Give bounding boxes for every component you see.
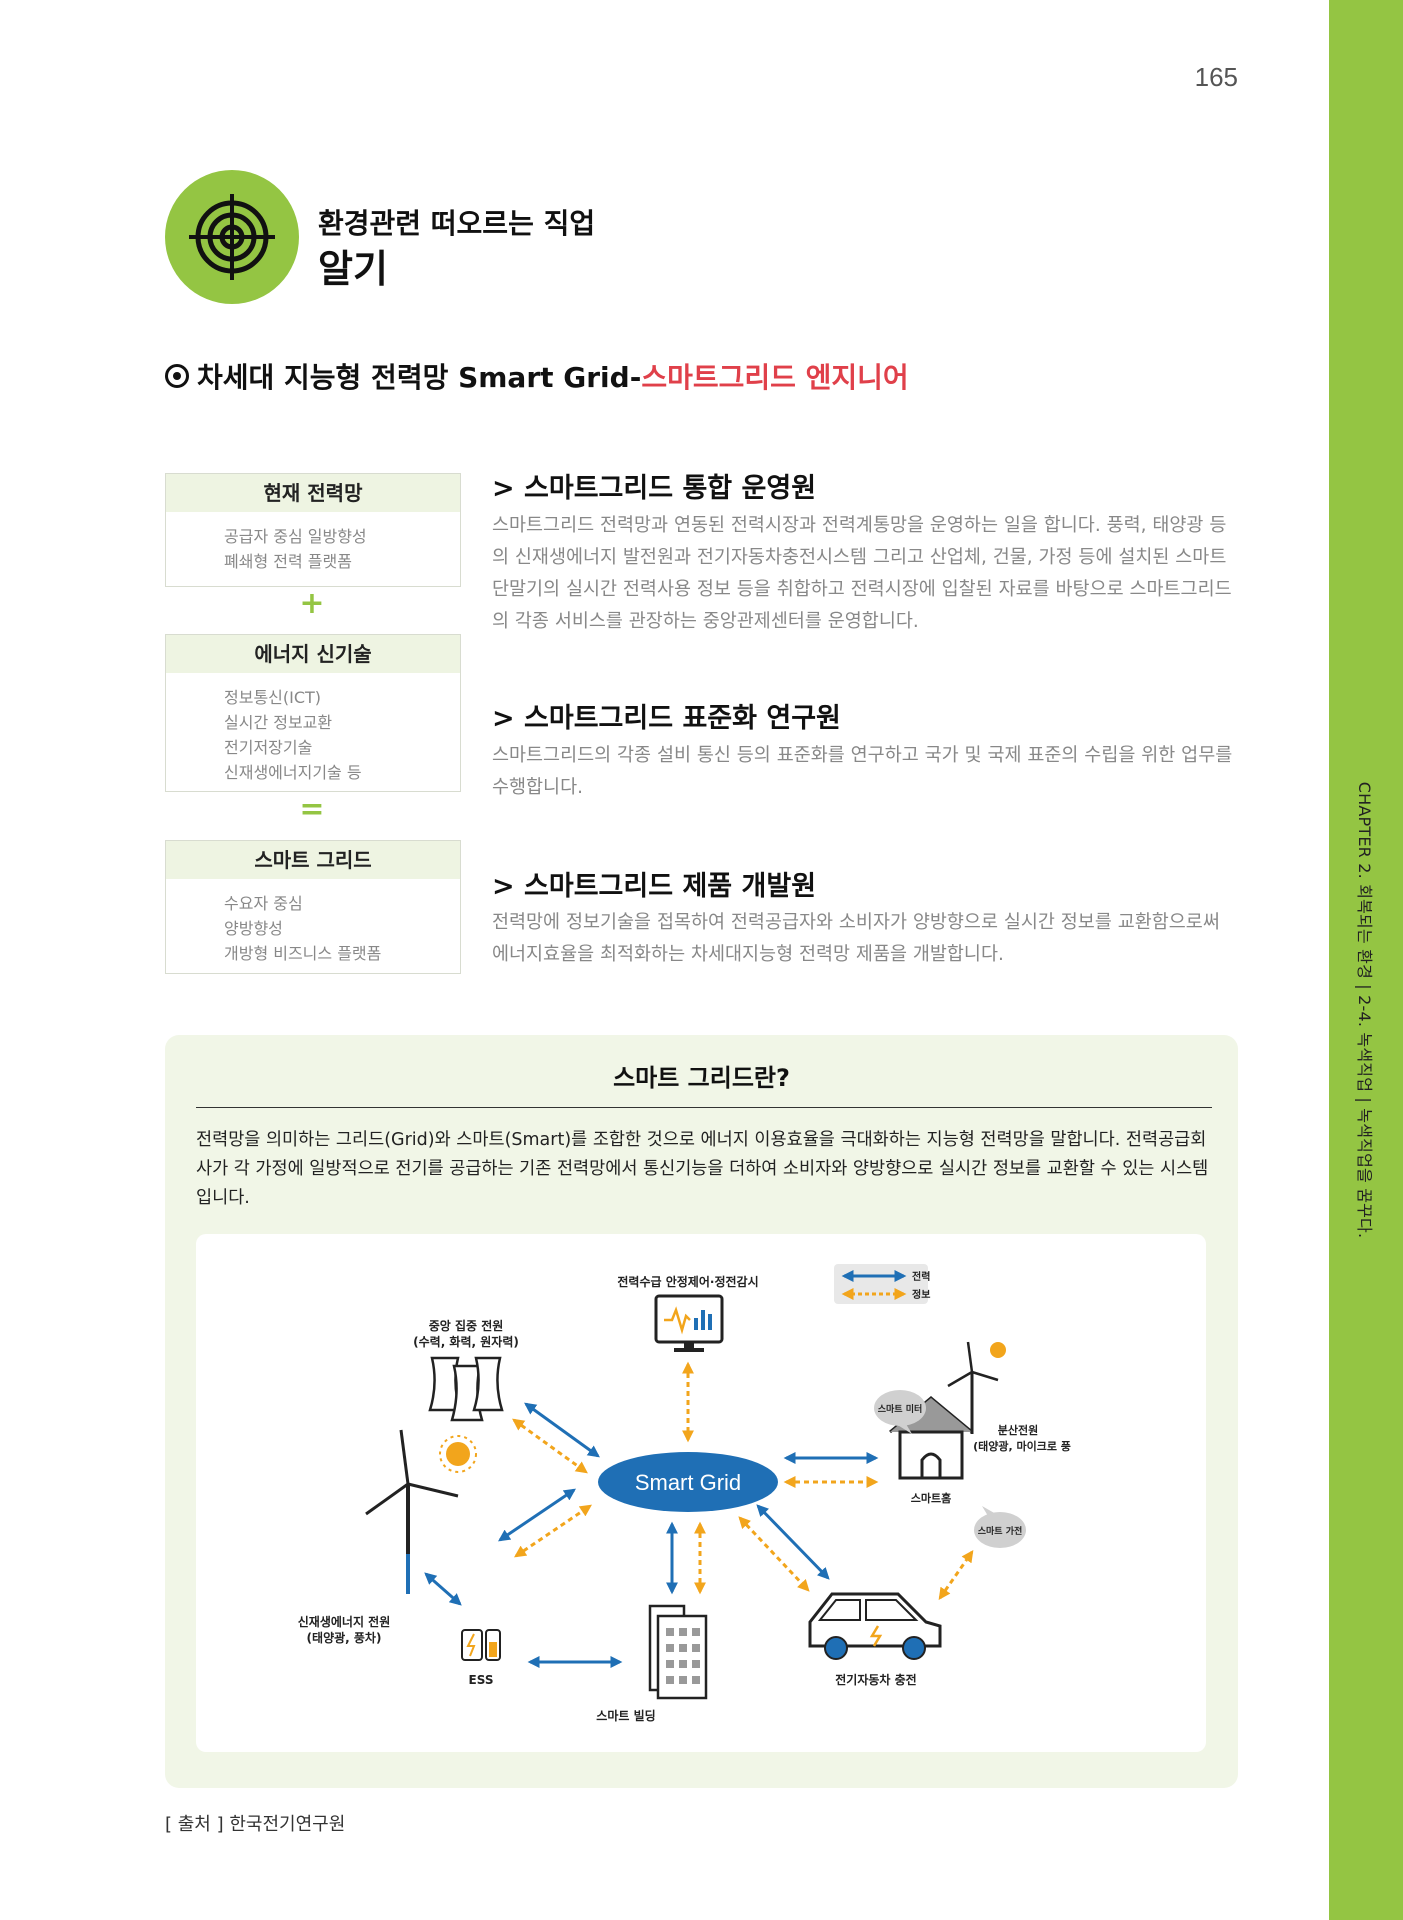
box-current-grid: 현재 전력망 공급자 중심 일방향성 폐쇄형 전력 플랫폼 — [165, 473, 461, 587]
central-plant-sub-label: (수력, 화력, 원자력) — [413, 1334, 519, 1349]
target-icon — [165, 170, 299, 304]
box-line: 폐쇄형 전력 플랫폼 — [224, 552, 352, 571]
heading-line-2: 알기 — [318, 247, 388, 291]
box-line: 수요자 중심 — [224, 894, 303, 913]
battery-icon — [461, 1629, 501, 1661]
definition-text: 전력망을 의미하는 그리드(Grid)와 스마트(Smart)를 조합한 것으로… — [196, 1130, 1209, 1208]
source-label: [ 출처 ] — [165, 1814, 224, 1835]
box-smart-grid: 스마트 그리드 수요자 중심 양방향성 개방형 비즈니스 플랫폼 — [165, 840, 461, 974]
box-title: 현재 전력망 — [166, 474, 460, 512]
distributed-sub-label: (태양광, 마이크로 풍 — [973, 1439, 1071, 1453]
equals-icon: = — [299, 792, 325, 827]
job-desc-product-developer: 전력망에 정보기술을 접목하여 전력공급자와 소비자가 양방향으로 실시간 정보… — [492, 912, 1220, 965]
monitor-icon — [654, 1294, 724, 1352]
smart-meter-label: 스마트 미터 — [878, 1403, 923, 1415]
job-title-integrated-operator: > 스마트그리드 통합 운영원 — [492, 473, 817, 504]
speech-bubble-icon — [874, 1390, 926, 1434]
job-title-standardization-researcher: > 스마트그리드 표준화 연구원 — [492, 703, 841, 734]
power-plant-icon — [428, 1356, 504, 1422]
box-line: 신재생에너지기술 등 — [224, 763, 362, 782]
smart-home-label: 스마트홈 — [911, 1491, 951, 1505]
definition-title: 스마트 그리드란? — [613, 1064, 790, 1092]
legend-info: 정보 — [912, 1288, 930, 1301]
car-icon — [808, 1592, 942, 1660]
box-line: 양방향성 — [224, 919, 283, 938]
chapter-side-band — [1329, 0, 1403, 1920]
divider — [196, 1107, 1212, 1108]
legend: 전력 정보 — [834, 1264, 930, 1304]
section-title-accent: 스마트그리드 엔지니어 — [641, 361, 909, 394]
smart-grid-diagram: 전력 정보 Smart Grid 전력수급 안정제어·정전감시 중앙 집중 전원… — [196, 1234, 1206, 1752]
speech-bubble-icon — [974, 1506, 1026, 1548]
source-citation: [ 출처 ] 한국전기연구원 — [165, 1810, 345, 1836]
distributed-label: 분산전원 — [998, 1423, 1038, 1437]
job-desc-standardization-researcher: 스마트그리드의 각종 설비 통신 등의 표준화를 연구하고 국가 및 국제 표준… — [492, 745, 1233, 798]
box-title: 에너지 신기술 — [166, 635, 460, 673]
legend-power: 전력 — [912, 1270, 930, 1283]
box-line: 개방형 비즈니스 플랫폼 — [224, 944, 382, 963]
heading-line-1: 환경관련 떠오르는 직업 — [318, 207, 596, 240]
job-desc-integrated-operator: 스마트그리드 전력망과 연동된 전력시장과 전력계통망을 운영하는 일을 합니다… — [492, 515, 1232, 632]
smart-grid-ellipse — [598, 1452, 778, 1512]
building-icon — [648, 1604, 708, 1700]
smart-grid-center-label: Smart Grid — [635, 1470, 741, 1495]
page-number: 165 — [1194, 62, 1238, 92]
box-line: 실시간 정보교환 — [224, 713, 333, 732]
renewable-label: 신재생에너지 전원 — [298, 1614, 391, 1629]
plus-icon: + — [299, 586, 325, 621]
section-title-main: 차세대 지능형 전력망 Smart Grid- — [197, 361, 642, 394]
job-title-product-developer: > 스마트그리드 제품 개발원 — [492, 871, 817, 902]
box-title: 스마트 그리드 — [166, 841, 460, 879]
box-line: 공급자 중심 일방향성 — [224, 527, 367, 546]
wind-turbine-icon — [365, 1429, 459, 1594]
source-value: 한국전기연구원 — [229, 1814, 346, 1835]
small-wind-turbine-icon — [947, 1341, 1006, 1434]
sun-icon — [439, 1435, 477, 1473]
ev-label: 전기자동차 충전 — [835, 1672, 916, 1687]
box-new-energy-tech: 에너지 신기술 정보통신(ICT) 실시간 정보교환 전기저장기술 신재생에너지… — [165, 634, 461, 792]
smart-appliance-label: 스마트 가전 — [978, 1525, 1023, 1537]
renewable-sub-label: (태양광, 풍차) — [307, 1630, 382, 1645]
monitor-label: 전력수급 안정제어·정전감시 — [617, 1274, 758, 1289]
box-line: 정보통신(ICT) — [224, 688, 322, 707]
ess-label: ESS — [469, 1673, 494, 1687]
building-label: 스마트 빌딩 — [596, 1708, 655, 1723]
central-plant-label: 중앙 집중 전원 — [429, 1318, 504, 1333]
box-line: 전기저장기술 — [224, 738, 313, 757]
section-title: 차세대 지능형 전력망 Smart Grid-스마트그리드 엔지니어 — [165, 356, 909, 396]
circle-bullet-icon — [165, 364, 189, 388]
